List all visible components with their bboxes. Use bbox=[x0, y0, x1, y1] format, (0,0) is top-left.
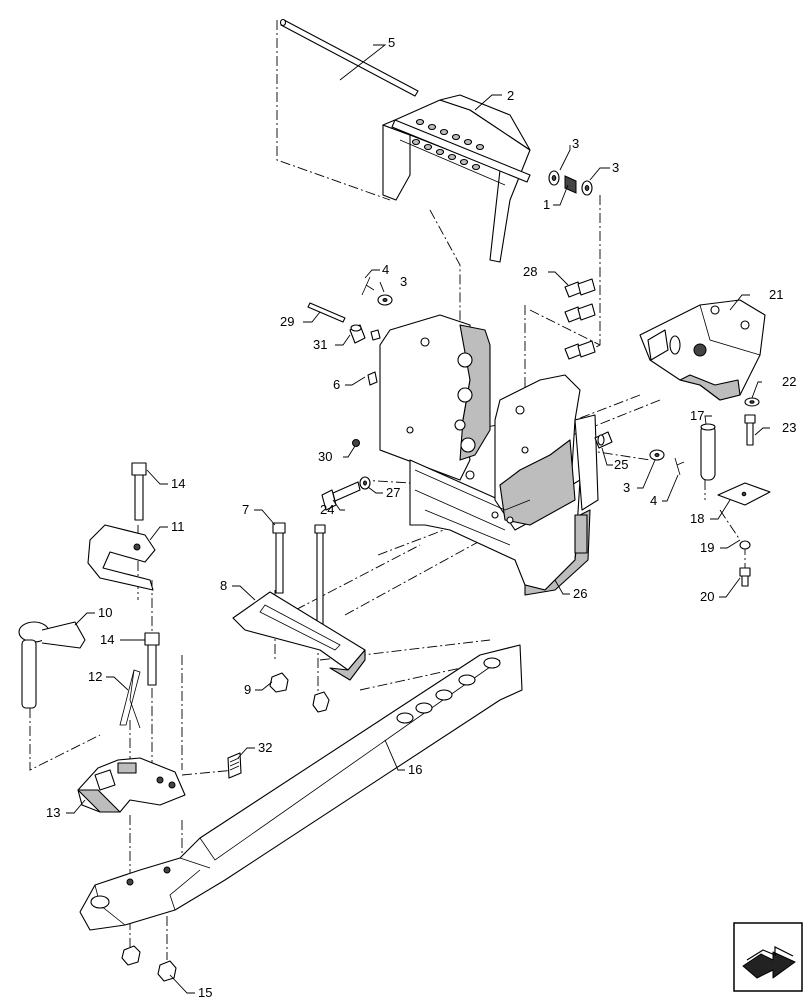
part-21-upper-bracket bbox=[639, 299, 766, 401]
part-28-bolts bbox=[564, 278, 596, 360]
part-3-washer-top-left bbox=[548, 170, 560, 186]
callout-3: 3 bbox=[572, 136, 579, 151]
callout-10: 10 bbox=[98, 605, 112, 620]
part-19-washer bbox=[739, 540, 751, 550]
callout-27: 27 bbox=[386, 485, 400, 500]
drawbar-holes bbox=[90, 657, 501, 909]
part-9-nut-right bbox=[312, 691, 330, 713]
callout-3: 3 bbox=[400, 274, 407, 289]
part-10-linch-pin bbox=[18, 621, 86, 709]
callout-3: 3 bbox=[623, 480, 630, 495]
callout-29: 29 bbox=[280, 314, 294, 329]
part-2-hinge-bracket bbox=[382, 94, 531, 263]
part-13-hitch-jaw bbox=[77, 757, 186, 813]
callout-4: 4 bbox=[382, 262, 389, 277]
callout-24: 24 bbox=[320, 502, 334, 517]
callout-26: 26 bbox=[573, 586, 587, 601]
part-32-decal bbox=[227, 752, 242, 779]
part-26-main-housing bbox=[379, 314, 599, 596]
part-7-bolt-right bbox=[314, 524, 326, 634]
part-1-spring bbox=[564, 175, 577, 194]
part-14-bolt-lower bbox=[144, 632, 160, 686]
callout-labels: 5 2 3 3 1 4 3 28 29 31 6 21 22 17 23 30 … bbox=[46, 35, 796, 1000]
part-4-cotter-pin-lower bbox=[674, 457, 685, 476]
assembly-phantom-lines bbox=[29, 20, 746, 960]
callout-28: 28 bbox=[523, 264, 537, 279]
part-9-nut-left bbox=[269, 672, 289, 693]
part-30-plug bbox=[352, 439, 360, 447]
callout-5: 5 bbox=[388, 35, 395, 50]
part-12-spring-clip bbox=[119, 669, 141, 729]
part-17-pin bbox=[700, 423, 716, 481]
part-18-plate bbox=[717, 482, 771, 506]
callout-1: 1 bbox=[543, 197, 550, 212]
callout-14: 14 bbox=[100, 632, 114, 647]
callout-25: 25 bbox=[614, 457, 628, 472]
hinge-holes bbox=[411, 118, 485, 171]
callout-14: 14 bbox=[171, 476, 185, 491]
part-23-bolt bbox=[744, 414, 756, 446]
part-14-bolt-upper bbox=[131, 462, 147, 521]
part-20-bolt bbox=[739, 567, 751, 587]
callout-9: 9 bbox=[244, 682, 251, 697]
part-16-drawbar bbox=[79, 644, 523, 931]
part-29-spring-pin bbox=[307, 302, 346, 323]
callout-23: 23 bbox=[782, 420, 796, 435]
part-22-washer bbox=[744, 397, 760, 407]
callout-20: 20 bbox=[700, 589, 714, 604]
callout-4: 4 bbox=[650, 493, 657, 508]
part-8-slotted-plate bbox=[232, 591, 366, 681]
callout-11: 11 bbox=[171, 519, 185, 534]
part-5-rod bbox=[279, 18, 419, 97]
callout-8: 8 bbox=[220, 578, 227, 593]
callout-6: 6 bbox=[333, 377, 340, 392]
leader-lines bbox=[66, 44, 770, 994]
callout-31: 31 bbox=[313, 337, 327, 352]
callout-12: 12 bbox=[88, 669, 102, 684]
part-27-washer bbox=[359, 476, 371, 490]
part-7-bolt-left bbox=[272, 522, 286, 594]
callout-15: 15 bbox=[198, 985, 212, 1000]
callout-32: 32 bbox=[258, 740, 272, 755]
callout-13: 13 bbox=[46, 805, 60, 820]
callout-18: 18 bbox=[690, 511, 704, 526]
callout-17: 17 bbox=[690, 408, 704, 423]
callout-21: 21 bbox=[769, 287, 783, 302]
housing-holes bbox=[406, 337, 529, 524]
part-31-bushing bbox=[349, 324, 366, 344]
callout-2: 2 bbox=[507, 88, 514, 103]
part-6-grease-fitting bbox=[367, 329, 381, 386]
callout-7: 7 bbox=[242, 502, 249, 517]
next-page-button[interactable] bbox=[733, 922, 803, 992]
part-3-washer-top-right bbox=[581, 180, 593, 196]
part-3-washer-lower-right bbox=[649, 449, 665, 461]
part-4-cotter-pin-upper bbox=[361, 276, 375, 296]
next-page-arrow-icon bbox=[733, 922, 803, 992]
callout-19: 19 bbox=[700, 540, 714, 555]
callout-3: 3 bbox=[612, 160, 619, 175]
callout-16: 16 bbox=[408, 762, 422, 777]
part-11-u-bracket bbox=[87, 524, 156, 591]
part-3-washer-upper bbox=[377, 294, 393, 306]
part-25-bushing bbox=[594, 431, 613, 449]
callout-22: 22 bbox=[782, 374, 796, 389]
callout-30: 30 bbox=[318, 449, 332, 464]
part-15-nut-left bbox=[121, 945, 141, 966]
